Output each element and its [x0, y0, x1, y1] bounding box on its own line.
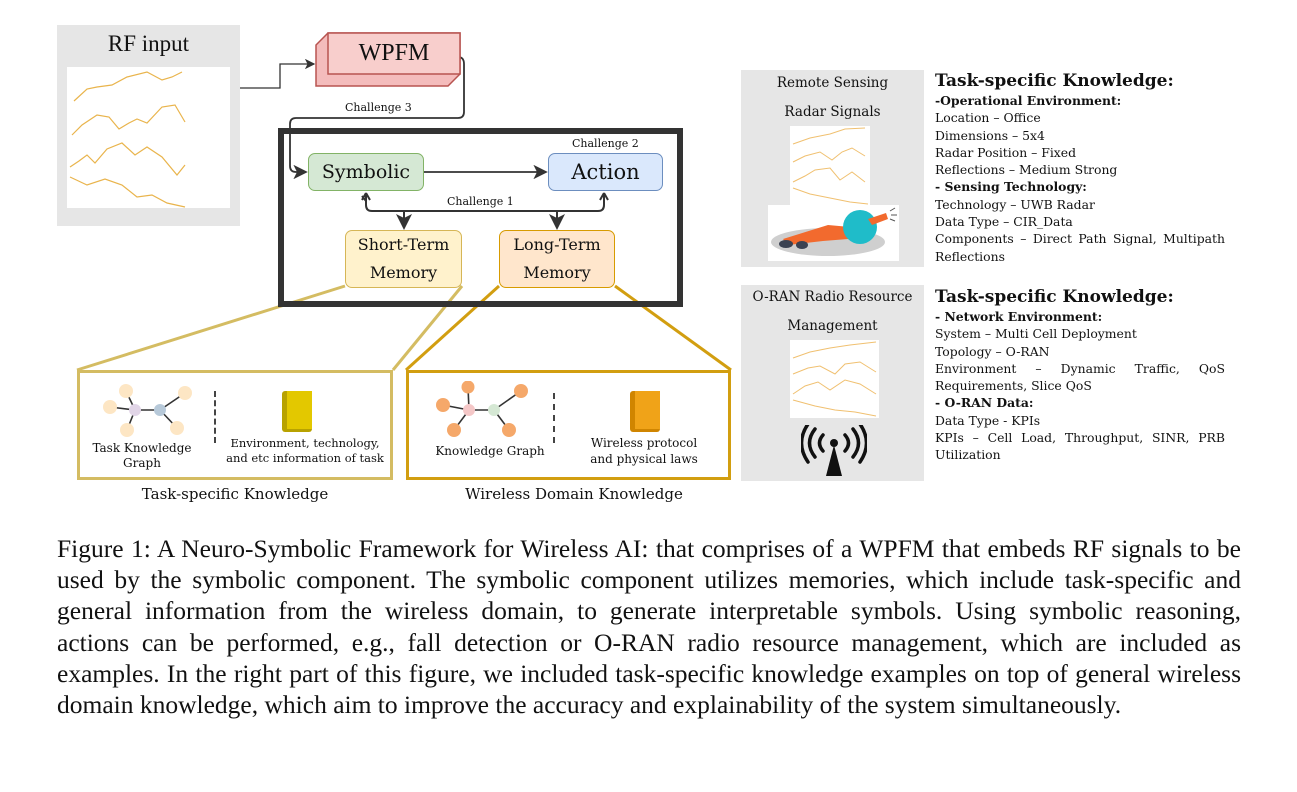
challenge-1-label: Challenge 1	[447, 195, 514, 208]
long-term-line1: Long-Term	[513, 235, 601, 254]
example1-components-cont: Reflections	[935, 248, 1005, 264]
task-book-label: Environment, technology, and etc informa…	[220, 436, 390, 466]
remote-sensing-panel: Remote Sensing Radar Signals	[741, 70, 924, 267]
task-book-label-line2: and etc information of task	[226, 451, 384, 465]
task-book-label-line1: Environment, technology,	[230, 436, 380, 450]
oran-title-1: O-RAN Radio Resource	[752, 289, 913, 305]
example1-item: Technology – UWB Radar	[935, 196, 1095, 212]
example1-components: Components – Direct Path Signal, Multipa…	[935, 231, 1225, 247]
divider	[553, 393, 555, 443]
rf-input-panel: RF input	[57, 25, 240, 226]
remote-sensing-title-1: Remote Sensing	[776, 75, 889, 91]
wireless-book-label-line1: Wireless protocol	[590, 436, 698, 450]
task-graph-label-text: Task Knowledge Graph	[92, 441, 192, 470]
challenge-2-label: Challenge 2	[572, 137, 639, 150]
example1-item: Reflections – Medium Strong	[935, 162, 1118, 178]
task-book-icon	[282, 391, 312, 432]
divider	[214, 391, 216, 443]
example2-kpis: KPIs – Cell Load, Throughput, SINR, PRB	[935, 430, 1225, 446]
oran-title-2: Management	[787, 318, 878, 334]
example2-environment: Environment – Dynamic Traffic, QoS	[935, 360, 1225, 376]
wireless-knowledge-box: Knowledge Graph Wireless protocol and ph…	[406, 370, 731, 480]
figure-caption: Figure 1: A Neuro-Symbolic Framework for…	[57, 534, 1241, 720]
wireless-book-icon	[630, 391, 660, 432]
rf-to-wpfm-arrow	[240, 58, 316, 89]
example2-kpis-cont: Utilization	[935, 447, 1001, 463]
oran-panel: O-RAN Radio Resource Management	[741, 285, 924, 481]
task-knowledge-box: Task Knowledge Graph Environment, techno…	[77, 370, 393, 480]
example1-knowledge: Task-specific Knowledge: -Operational En…	[935, 70, 1225, 265]
rf-signal-plot	[67, 67, 230, 208]
wireless-graph-label: Knowledge Graph	[435, 444, 545, 458]
example2-knowledge: Task-specific Knowledge: - Network Envir…	[935, 286, 1225, 464]
remote-sensing-title-2: Radar Signals	[784, 104, 881, 120]
long-term-memory-block: Long-Term Memory	[499, 230, 615, 288]
wireless-book-label: Wireless protocol and physical laws	[569, 435, 719, 467]
example2-section2: - O-RAN Data:	[935, 395, 1034, 411]
wireless-book-label-line2: and physical laws	[590, 452, 698, 466]
fallen-person-illustration	[768, 205, 899, 261]
example1-item: Radar Position – Fixed	[935, 144, 1077, 160]
example2-item: Data Type - KPIs	[935, 412, 1041, 428]
short-term-memory-block: Short-Term Memory	[345, 230, 462, 288]
short-term-line2: Memory	[369, 263, 438, 282]
task-graph-label: Task Knowledge Graph	[82, 441, 202, 471]
example1-section1: -Operational Environment:	[935, 93, 1122, 108]
example2-environment-cont: Requirements, Slice QoS	[935, 378, 1092, 394]
antenna-icon	[801, 425, 867, 476]
neuro-symbolic-core-frame	[278, 128, 683, 307]
oran-signal-plot	[790, 340, 879, 418]
symbolic-block: Symbolic	[308, 153, 424, 191]
connectors	[76, 56, 732, 372]
wireless-knowledge-caption: Wireless Domain Knowledge	[465, 485, 683, 503]
long-term-line2: Memory	[523, 263, 591, 282]
action-label: Action	[571, 160, 640, 184]
example1-item: Data Type – CIR_Data	[935, 214, 1073, 230]
task-knowledge-graph-icon	[103, 384, 192, 437]
symbolic-label: Symbolic	[321, 161, 411, 183]
challenge1-bus	[365, 193, 605, 212]
example2-item: Topology – O-RAN	[935, 343, 1050, 359]
action-block: Action	[548, 153, 663, 191]
example1-section2: - Sensing Technology:	[935, 179, 1087, 195]
wireless-knowledge-graph-icon	[436, 381, 528, 437]
task-knowledge-caption: Task-specific Knowledge	[141, 485, 329, 503]
example2-heading: Task-specific Knowledge:	[935, 287, 1174, 307]
rf-input-title: RF input	[107, 31, 190, 56]
example2-section1: - Network Environment:	[935, 309, 1103, 324]
radar-signal-plot	[790, 126, 870, 206]
wpfm-label: WPFM	[358, 40, 430, 66]
example1-item: Dimensions – 5x4	[935, 127, 1045, 143]
short-term-line1: Short-Term	[357, 235, 450, 254]
challenge-3-label: Challenge 3	[345, 101, 412, 114]
example1-heading: Task-specific Knowledge:	[935, 71, 1174, 91]
example2-item: System – Multi Cell Deployment	[935, 326, 1137, 342]
example1-item: Location – Office	[935, 110, 1041, 126]
wpfm-to-symbolic-arrow	[289, 56, 465, 180]
